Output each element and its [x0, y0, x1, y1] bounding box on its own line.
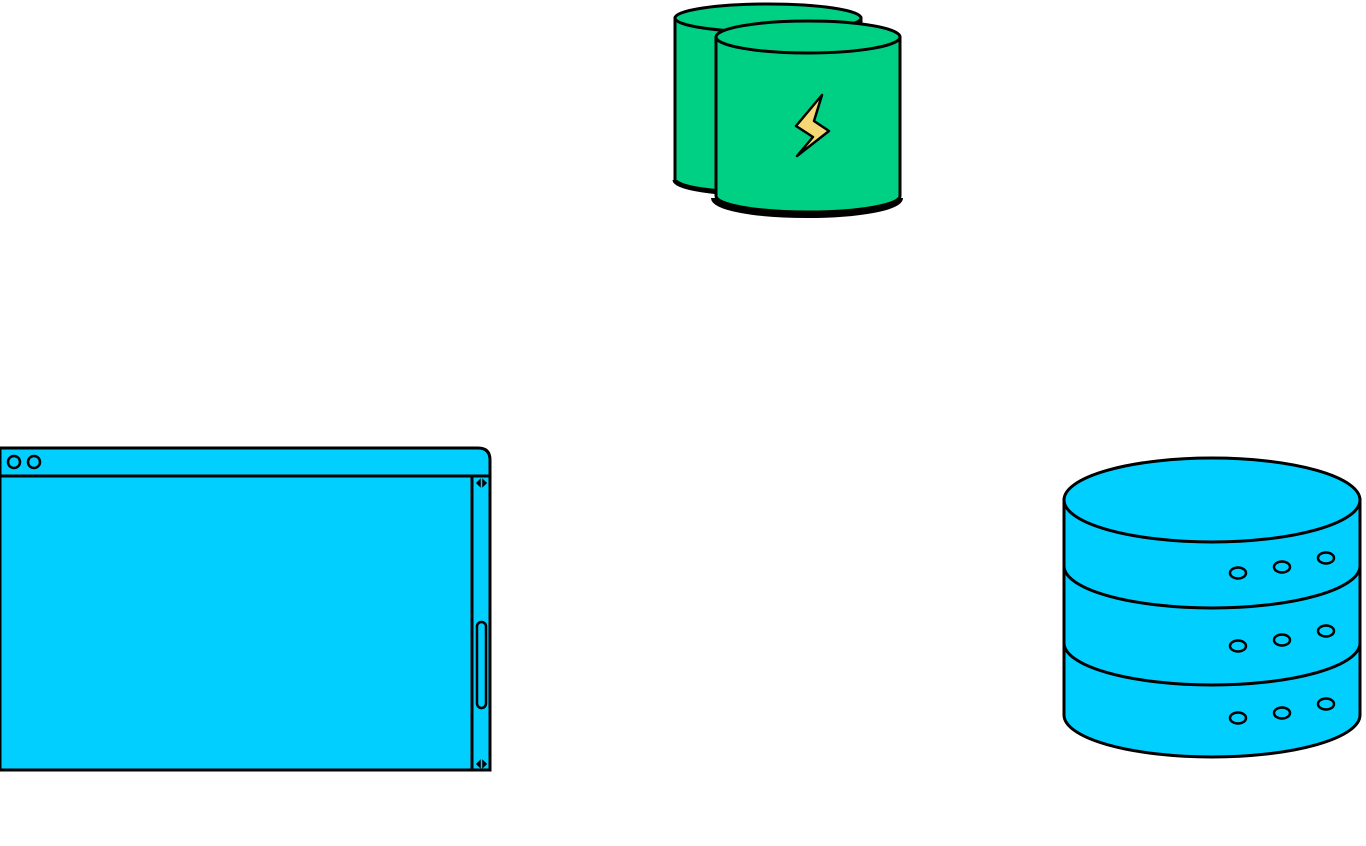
scroll-down-arrow-icon[interactable] — [475, 759, 488, 769]
window-control-icon[interactable] — [26, 454, 42, 470]
database-indicator-icon — [1228, 551, 1336, 725]
browser-window-frame — [0, 446, 492, 772]
scrollbar-thumb[interactable] — [475, 620, 488, 710]
cache-node[interactable] — [672, 2, 903, 218]
lightning-bolt-icon — [794, 93, 831, 158]
database-node[interactable] — [1062, 456, 1362, 759]
window-control-icon[interactable] — [6, 454, 22, 470]
scroll-up-arrow-icon[interactable] — [475, 478, 488, 488]
database-top-cap — [1062, 456, 1362, 544]
browser-window-node[interactable] — [0, 446, 492, 772]
